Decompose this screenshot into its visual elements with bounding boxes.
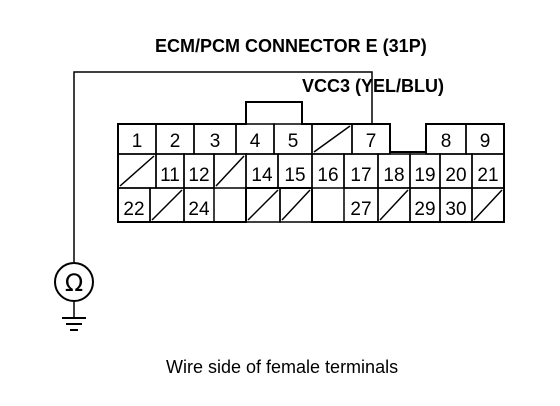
terminal-15: 15 (277, 153, 313, 189)
terminal-29: 29 (409, 187, 441, 223)
terminal-number: 7 (366, 131, 377, 152)
ohm-symbol: Ω (65, 269, 83, 297)
terminal-number: 4 (250, 131, 261, 152)
terminal-number: 3 (210, 131, 221, 152)
terminal-12: 12 (183, 153, 215, 189)
terminal-number: 5 (288, 131, 299, 152)
caption: Wire side of female terminals (166, 357, 398, 377)
terminal-number: 16 (317, 165, 338, 186)
terminal-19: 19 (409, 153, 441, 189)
terminal-7: 7 (351, 123, 391, 155)
terminal-number: 9 (480, 131, 491, 152)
terminal-unused (471, 187, 505, 223)
terminal-3: 3 (193, 123, 237, 155)
unused-slash (281, 189, 311, 221)
terminal-22: 22 (117, 187, 151, 223)
terminal-unused (149, 187, 185, 223)
terminal-number: 27 (350, 199, 371, 220)
terminal-number: 22 (123, 199, 144, 220)
wire-label: VCC3 (YEL/BLU) (302, 76, 444, 96)
terminal-11: 11 (155, 153, 185, 189)
terminal-number: 24 (188, 199, 210, 220)
terminal-number: 11 (160, 165, 180, 186)
terminal-16: 16 (311, 153, 345, 189)
terminal-number: 15 (284, 165, 305, 186)
terminal-30: 30 (439, 187, 473, 223)
unused-slash (313, 125, 351, 153)
terminal-8: 8 (425, 123, 467, 155)
unused-slash (247, 189, 279, 221)
terminal-number: 29 (414, 199, 435, 220)
terminal-21: 21 (471, 153, 505, 189)
terminal-5: 5 (273, 123, 313, 155)
terminal-number: 14 (251, 165, 273, 186)
terminal-number: 30 (445, 199, 466, 220)
ohmmeter: Ω (54, 262, 94, 331)
ground-icon (62, 317, 86, 331)
terminal-number: 8 (441, 131, 452, 152)
terminal-unused (117, 153, 157, 189)
unused-slash (379, 189, 409, 221)
terminal-number: 19 (414, 165, 435, 186)
unused-slash (215, 155, 245, 187)
terminal-unused (279, 187, 313, 223)
probe-wire (73, 71, 373, 262)
terminal-number: 18 (383, 165, 404, 186)
terminal-number: 21 (477, 165, 498, 186)
unused-slash (151, 189, 183, 221)
terminal-unused (311, 123, 353, 155)
terminal-1: 1 (117, 123, 157, 155)
connector-title: ECM/PCM CONNECTOR E (31P) (155, 36, 427, 56)
unused-slash (473, 189, 503, 221)
terminal-unused (377, 187, 411, 223)
terminal-14: 14 (245, 153, 279, 189)
terminal-unused (245, 187, 281, 223)
terminal-number: 1 (132, 131, 143, 152)
terminal-4: 4 (235, 123, 275, 155)
terminal-9: 9 (465, 123, 505, 155)
terminal-18: 18 (377, 153, 411, 189)
terminal-20: 20 (439, 153, 473, 189)
terminal-number: 20 (445, 165, 466, 186)
terminal-24: 24 (183, 187, 215, 223)
unused-slash (119, 155, 155, 187)
terminal-unused (213, 153, 247, 189)
terminal-number: 2 (170, 131, 181, 152)
terminal-number: 17 (350, 165, 371, 186)
terminal-2: 2 (155, 123, 195, 155)
terminal-number: 12 (188, 165, 209, 186)
terminal-17: 17 (343, 153, 379, 189)
terminal-27: 27 (343, 187, 379, 223)
